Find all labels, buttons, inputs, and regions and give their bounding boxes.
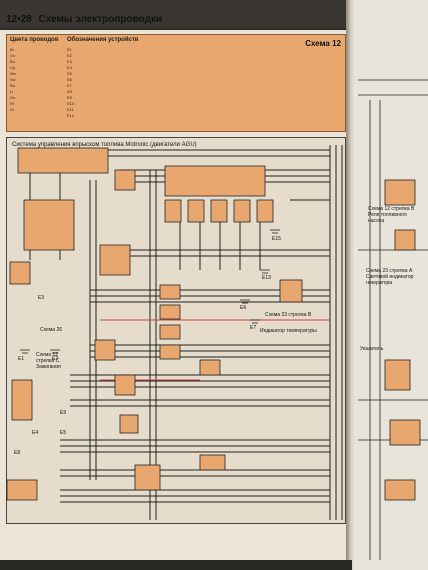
label-e4: E4	[32, 430, 39, 436]
page-number: 12•28	[6, 14, 32, 25]
diagram-title: Система управления впрыском топлива Motr…	[12, 142, 197, 148]
label-scheme12c: Схема 12 стрелка С Зажигания	[36, 352, 61, 370]
label-scheme26: Схема 26	[40, 327, 63, 333]
page-header: 12•28 Схемы электропроводки	[6, 14, 162, 25]
legend-box: Цвета проводов Обозначения устройств Схе…	[6, 34, 346, 132]
label-e8: E8	[14, 450, 21, 456]
label-e15: E15	[272, 236, 281, 242]
label-e3: E3	[38, 295, 45, 301]
right-page-wires	[358, 79, 428, 560]
label-generator-indicator: Схема 23 стрелка A Световой индикатор ге…	[366, 268, 414, 286]
label-fuel-gauge: Указатель	[360, 346, 384, 352]
label-scheme23b: Схема 23 стрелка В	[265, 312, 312, 318]
wire-colors-title: Цвета проводов	[10, 37, 59, 43]
book-binding	[346, 0, 356, 570]
label-fuel-pump-relay: Схема 12 стрелка В Реле топливного насос…	[368, 206, 415, 224]
components	[6, 147, 303, 501]
label-e13: E13	[262, 275, 271, 281]
page-title: Схемы электропроводки	[38, 14, 163, 25]
label-temp-indicator: Индикатор температуры	[260, 328, 317, 334]
label-e9: E9	[60, 410, 67, 416]
label-e1: E1	[18, 356, 25, 362]
label-e6: E6	[240, 305, 247, 311]
ground-symbols	[20, 229, 280, 354]
devices-title: Обозначения устройств	[67, 37, 139, 43]
page-bottom-shadow	[0, 560, 352, 570]
label-e7: E7	[250, 325, 257, 331]
label-e2: E2	[52, 356, 59, 362]
scheme-label: Схема 12	[305, 39, 341, 48]
right-page-components	[384, 179, 421, 501]
label-e5: E5	[60, 430, 67, 436]
